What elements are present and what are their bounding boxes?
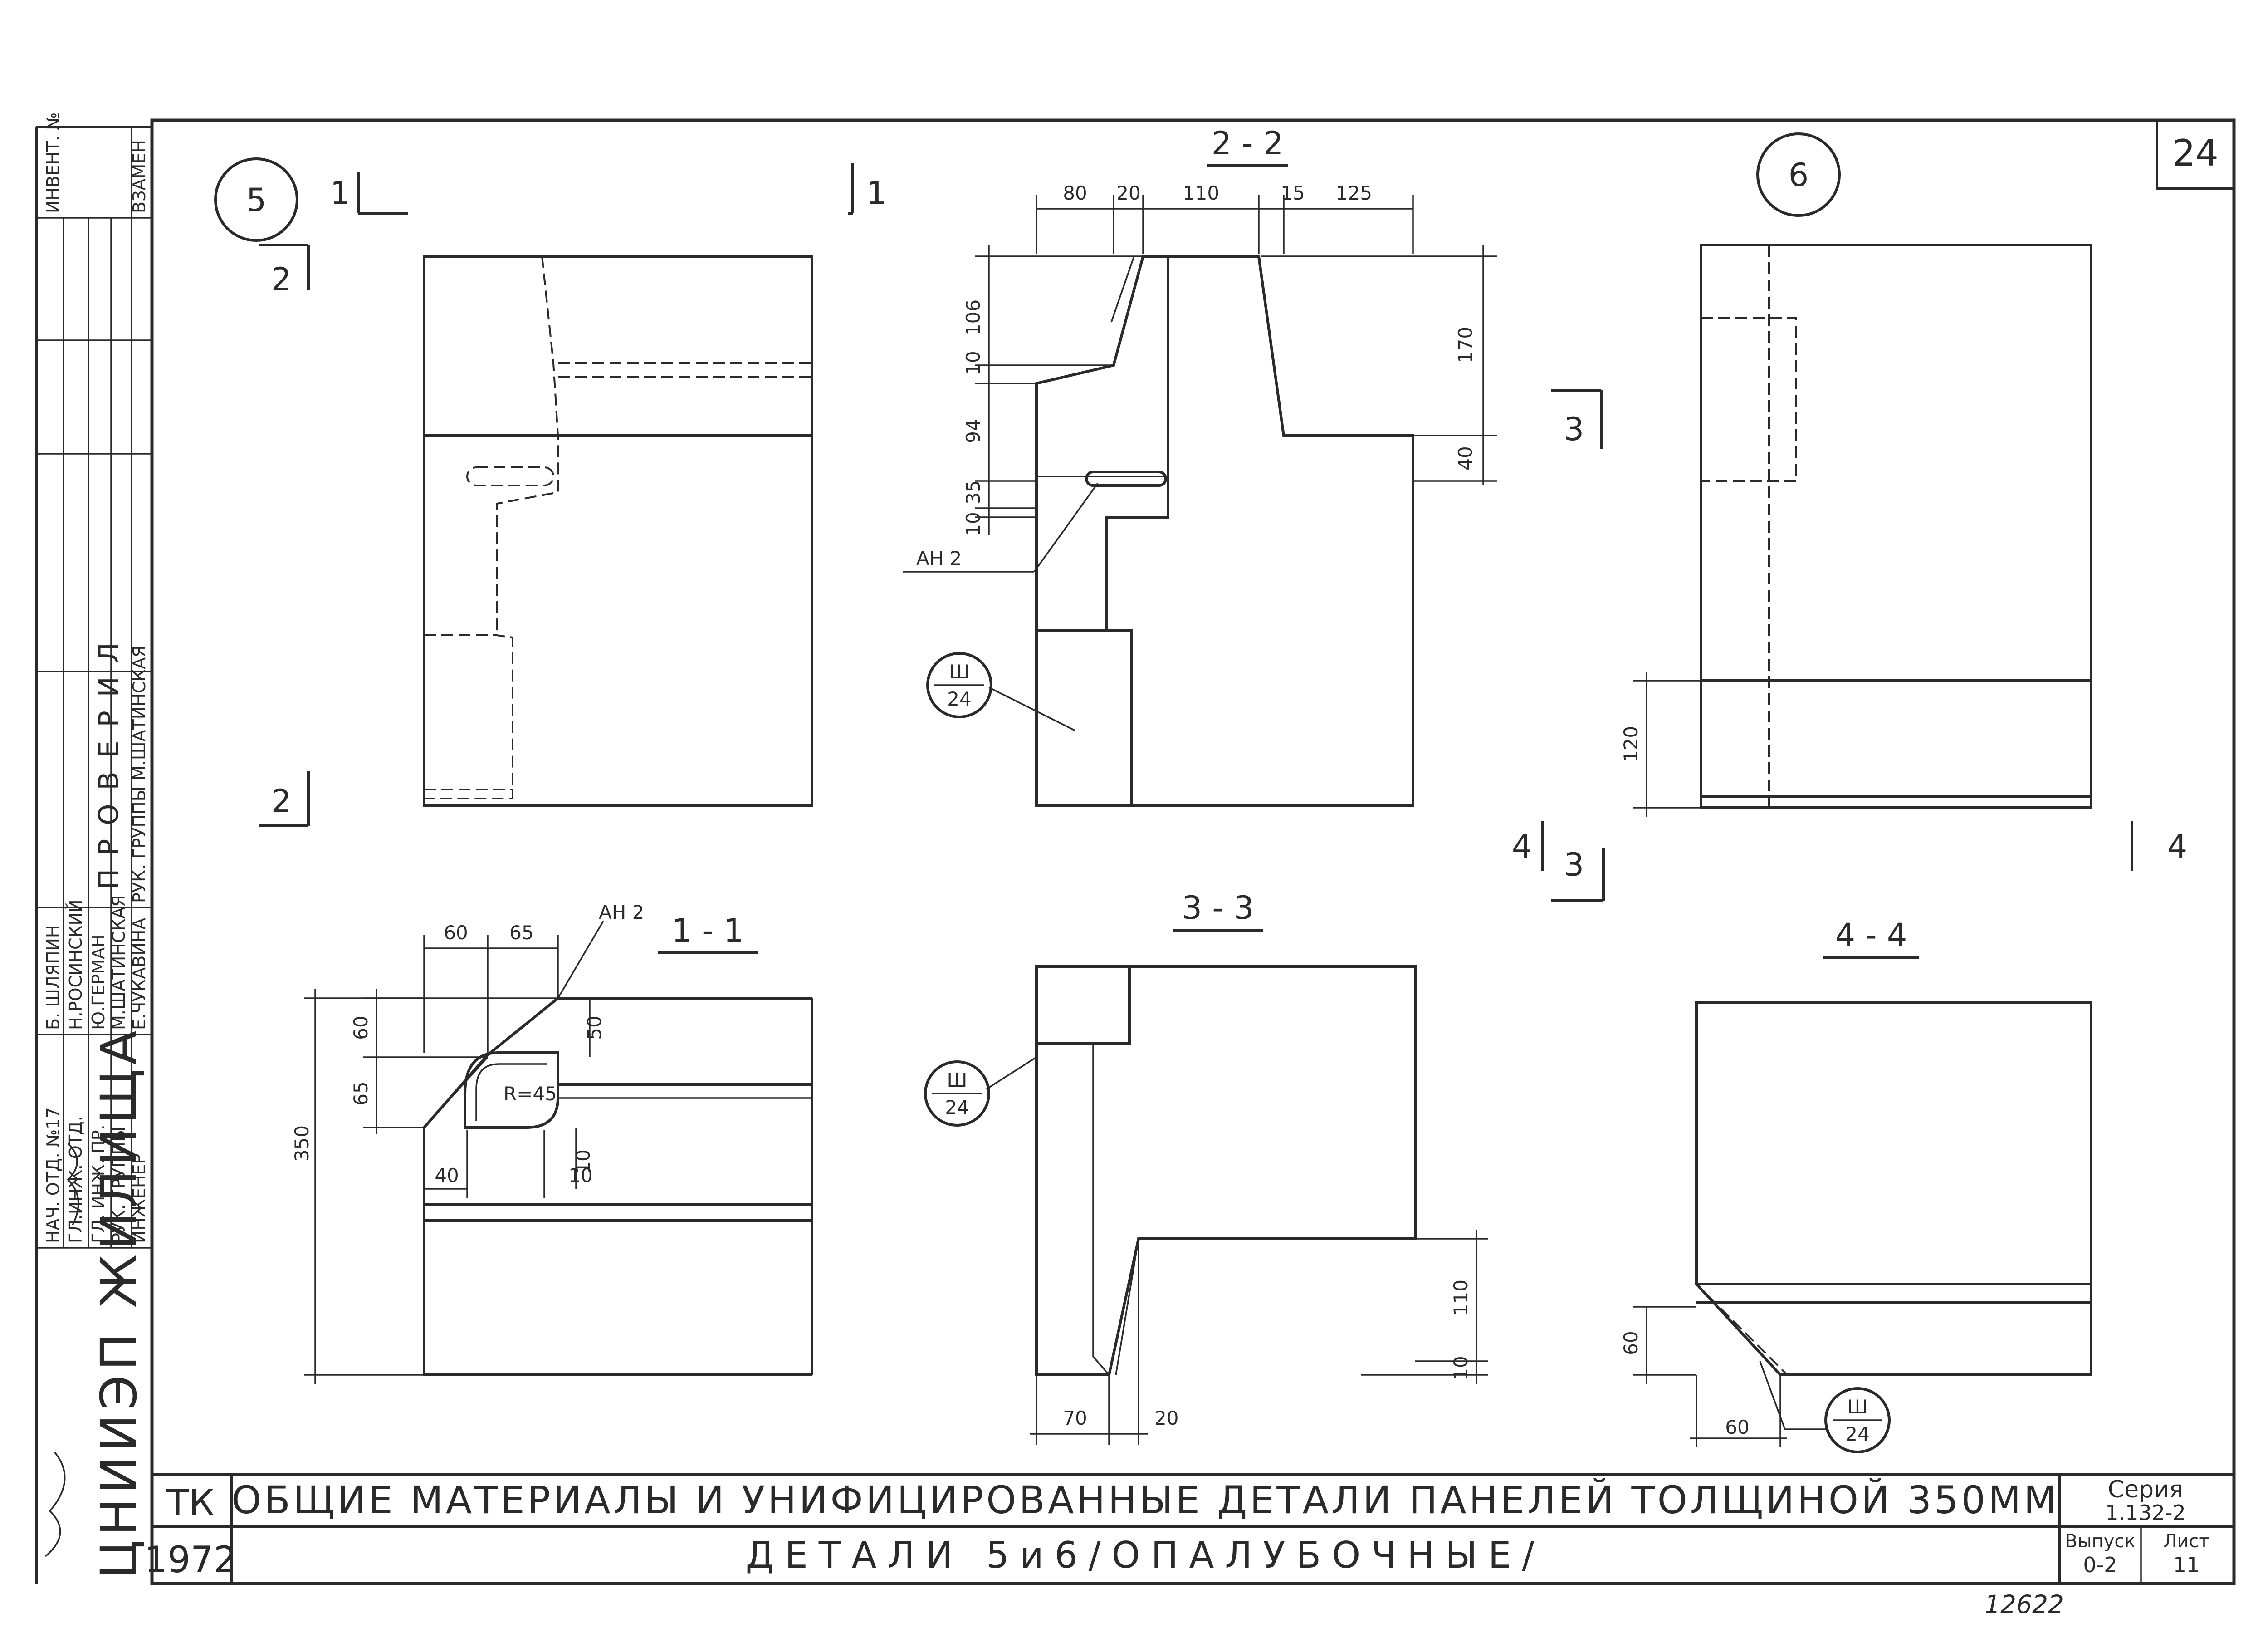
issue-value: 0-2 [2083,1553,2117,1577]
signature-1 [44,1451,66,1557]
dim-22-top-4: 15 [1281,182,1305,204]
dim-11-left-1: 60 [350,1015,372,1040]
ref-bottom-22: 24 [947,688,971,710]
dim-11-top-1: 60 [444,922,468,944]
dim-22-left-3: 94 [962,419,984,443]
checker-role: РУК. ГРУППЫ [129,786,149,903]
section-4-4: 4 - 4 60 60 Ш 24 [1620,917,2092,1453]
cut-marks-detail-5: 1 1 2 2 [259,163,887,827]
dim-22-top-3: 110 [1183,182,1219,204]
dim-11-top-2: 65 [509,922,533,944]
section-2-2: 2 - 2 80 20 110 15 125 106 10 94 35 1 [903,125,1497,807]
ref-top-22: Ш [949,661,970,683]
archive-number: 12622 [1984,1590,2064,1619]
detail-5-number: 5 [246,181,267,219]
sheet-number: 24 [2172,132,2219,174]
dim-33-bottom-2: 20 [1154,1407,1178,1429]
stamp-name-3: Ю.ГЕРМАН [88,934,108,1030]
dim-44-bottom: 60 [1725,1416,1749,1438]
dim-11-left-2: 65 [350,1081,372,1105]
dim-6-left: 120 [1620,726,1642,762]
drawing-title-line2: ДЕТАЛИ 5и6/ОПАЛУБОЧНЫЕ/ [746,1534,1545,1576]
dim-22-left-2: 10 [962,351,984,375]
dim-22-top-5: 125 [1336,182,1372,204]
stamp-role-5: ИНЖЕНЕР [129,1154,149,1243]
stamp-role-1: НАЧ. ОТД. №17 [43,1107,63,1243]
section-1-1-title: 1 - 1 [672,912,744,949]
cut-mark-2-top: 2 [271,261,292,298]
dim-33-right-2: 10 [1450,1356,1472,1380]
replace-label: ВЗАМЕН [129,140,149,213]
year-label: 1972 [144,1539,237,1581]
dim-11-left-3: 350 [291,1125,313,1162]
left-stamp: ИНВЕНТ. № ВЗАМЕН НАЧ. ОТД. №17 ГЛ.ИНЖ. О… [35,112,152,1584]
checked-label: ПРОВЕРИЛ [93,629,125,889]
dim-22-left-5: 10 [962,512,984,536]
dim-22-left-4: 35 [962,480,984,504]
cut-mark-3-bottom: 3 [1564,846,1584,883]
cut-mark-3-top: 3 [1564,411,1584,448]
stamp-name-5: Е.ЧУКАВИНА [129,918,149,1030]
dim-22-top-2: 20 [1116,182,1140,204]
issue-label: Выпуск [2065,1531,2136,1552]
signature-2 [67,1143,79,1226]
cut-mark-4-right: 4 [2167,828,2188,865]
cut-mark-1-right: 1 [866,175,887,212]
sheet-number-box: 24 [2156,119,2235,190]
checker-name: М.ШАТИНСКАЯ [129,645,149,780]
dim-11-misc-3: 40 [435,1164,459,1187]
stamp-name-2: Н.РОСИНСКИЙ [66,900,86,1030]
cut-mark-2-bottom: 2 [271,783,292,820]
cut-mark-1-left: 1 [330,175,351,212]
series-label: Серия [2108,1476,2183,1503]
invent-label: ИНВЕНТ. № [43,112,63,213]
section-2-2-title: 2 - 2 [1212,125,1284,162]
stamp-name-4: М.ШАТИНСКАЯ [109,895,129,1030]
an2-label-22: АН 2 [916,547,962,569]
section-4-4-title: 4 - 4 [1835,917,1907,954]
drawing-title-line1: ОБЩИЕ МАТЕРИАЛЫ И УНИФИЦИРОВАННЫЕ ДЕТАЛИ… [231,1478,2059,1522]
detail-6-number: 6 [1789,157,1809,194]
radius-label: R=45 [503,1083,557,1105]
dim-22-right-2: 40 [1454,446,1476,470]
section-3-3-title: 3 - 3 [1182,889,1254,927]
cut-mark-4-left: 4 [1512,828,1532,865]
stamp-name-1: Б. ШЛЯПИН [43,925,63,1030]
section-3-3: 3 - 3 Ш 24 110 10 70 20 [924,889,1488,1445]
dim-11-misc-1: 50 [583,1015,606,1040]
code-label: ТК [166,1482,215,1524]
stamp-role-3: ГЛ. ИНЖ. ПР. [88,1124,108,1243]
stamp-role-4: РУК. ГРУППЫ [109,1127,129,1243]
ref-bottom-44: 24 [1845,1423,1869,1445]
section-1-1: 1 - 1 R=45 60 65 60 65 350 50 10 [291,901,813,1384]
dim-22-top-1: 80 [1063,182,1087,204]
dim-44-left: 60 [1620,1331,1642,1355]
dim-22-right-1: 170 [1454,327,1476,363]
ref-bottom-33: 24 [945,1096,969,1118]
sheet-frame [150,118,2236,1585]
dim-33-right-1: 110 [1450,1280,1472,1316]
ref-top-44: Ш [1848,1396,1868,1418]
sheet-label: Лист [2163,1531,2209,1552]
dim-22-left-1: 106 [962,299,984,336]
detail-6-plan: 6 120 3 3 4 4 [1512,132,2188,902]
series-value: 1.132-2 [2105,1501,2186,1525]
ref-top-33: Ш [947,1069,968,1091]
dim-11-misc-2: 10 [572,1149,594,1173]
detail-5-plan: 5 [214,157,813,807]
sheet-value: 11 [2173,1553,2200,1577]
org-name: ЦНИИЭП ЖИЛИЩА [90,1026,148,1579]
dim-33-bottom-1: 70 [1063,1407,1087,1429]
title-block: ТК 1972 ОБЩИЕ МАТЕРИАЛЫ И УНИФИЦИРОВАННЫ… [144,1473,2234,1584]
an2-label-11: АН 2 [599,901,644,923]
dim-11-misc-4: 10 [568,1164,592,1187]
